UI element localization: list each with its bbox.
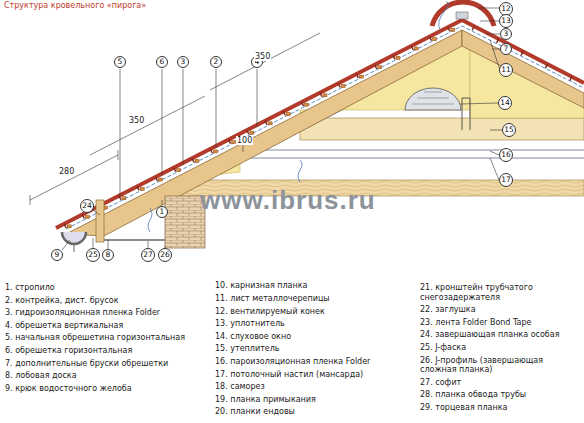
callout-circle: 6: [156, 56, 168, 68]
callout-circle: 3: [177, 56, 189, 68]
callout-number: 3: [504, 30, 509, 38]
callout-number: 12: [501, 5, 511, 13]
part-name: 25. J-фаска: [420, 343, 580, 353]
callout-number: 7: [504, 45, 509, 53]
part-name: 5. начальная обрешетина горизонтальная: [5, 333, 195, 343]
part-name: 4. обрешетка вертикальная: [5, 321, 195, 331]
part-name: 22. заглушка: [420, 305, 580, 315]
callout-number: 3: [181, 58, 186, 66]
dimension: 350: [254, 52, 271, 61]
part-name: 23. лента Folder Bond Tape: [420, 318, 580, 328]
callout-circle: 16: [499, 148, 513, 162]
callout-number: 15: [504, 126, 514, 134]
part-name: 27. софит: [420, 378, 580, 388]
callout-circle: 11: [499, 63, 513, 77]
callout-circle: 14: [498, 96, 512, 110]
callout-circle: 9: [51, 249, 63, 261]
legend-column: 1. стропило 2. контрейка, дист. брусок 3. …: [5, 283, 195, 396]
part-name: 8. лобовая доска: [5, 371, 195, 381]
diagram-title: Структура кровельного «пирога»: [4, 1, 146, 10]
callout-circle: 24: [80, 199, 94, 213]
part-name: 13. уплотнитель: [215, 319, 410, 329]
callout-circle: 26: [158, 248, 172, 262]
dimension: 350: [128, 116, 145, 125]
callout-number: 16: [501, 151, 511, 159]
part-name: 21. кронштейн трубчатого снегозадержател…: [420, 283, 580, 302]
callout-number: 17: [501, 176, 511, 184]
callout-circle: 15: [502, 123, 516, 137]
callout-number: 8: [106, 251, 111, 259]
callout-circle: 17: [499, 173, 513, 187]
callout-circle: 3: [500, 28, 512, 40]
part-name: 12. вентилируемый конек: [215, 307, 410, 317]
callout-circle: 13: [499, 14, 513, 28]
part-name: 9. крюк водосточного желоба: [5, 384, 195, 394]
callout-number: 25: [88, 251, 98, 259]
part-name: 10. карнизная планка: [215, 281, 410, 291]
part-name: 16. пароизоляционная пленка Folder: [215, 357, 410, 367]
callout-circle: 1: [156, 206, 168, 218]
callout-circle: 7: [500, 43, 512, 55]
callout-number: 11: [501, 66, 511, 74]
callout-circle: 25: [86, 248, 100, 262]
watermark: www.ibrus.ru: [200, 185, 376, 216]
part-name: 20. планки ендовы: [215, 407, 410, 417]
callout-number: 9: [55, 251, 60, 259]
dimension: 100: [236, 136, 253, 145]
part-name: 7. дополнительные бруски обрешетки: [5, 359, 195, 369]
callout-circle: 27: [141, 248, 155, 262]
part-name: 14. слуховое окно: [215, 332, 410, 342]
legend-column: 10. карнизная планка 11. лист металлочере…: [215, 281, 410, 420]
callout-circle: 8: [102, 249, 114, 261]
legend-column: 21. кронштейн трубчатого снегозадержател…: [420, 283, 580, 416]
callout-number: 2: [214, 58, 219, 66]
part-name: 3. гидроизоляционная пленка Folder: [5, 308, 195, 318]
callout-circle: 2: [210, 56, 222, 68]
callout-circle: 5: [114, 56, 126, 68]
part-name: 19. планка примыкания: [215, 395, 410, 405]
callout-number: 1: [160, 208, 165, 216]
part-name: 1. стропило: [5, 283, 195, 293]
dimension: 280: [58, 167, 75, 176]
callout-number: 24: [82, 202, 92, 210]
part-name: 11. лист металлочерепицы: [215, 294, 410, 304]
callout-number: 27: [143, 251, 153, 259]
part-name: 6. обрешетка горизонтальная: [5, 346, 195, 356]
part-name: 28. планка обвода трубы: [420, 390, 580, 400]
callout-number: 14: [500, 99, 510, 107]
part-name: 18. саморез: [215, 382, 410, 392]
part-name: 17. потолочный настил (мансарда): [215, 370, 410, 380]
callout-number: 6: [160, 58, 165, 66]
part-name: 26. J-профиль (завершающая сложная планк…: [420, 356, 580, 375]
part-name: 2. контрейка, дист. брусок: [5, 296, 195, 306]
part-name: 24. завершающая планка особая: [420, 330, 580, 340]
callout-number: 26: [160, 251, 170, 259]
callout-number: 5: [118, 58, 123, 66]
part-name: 29. торцевая планка: [420, 403, 580, 413]
callout-number: 13: [501, 17, 511, 25]
part-name: 15. утеплитель: [215, 344, 410, 354]
